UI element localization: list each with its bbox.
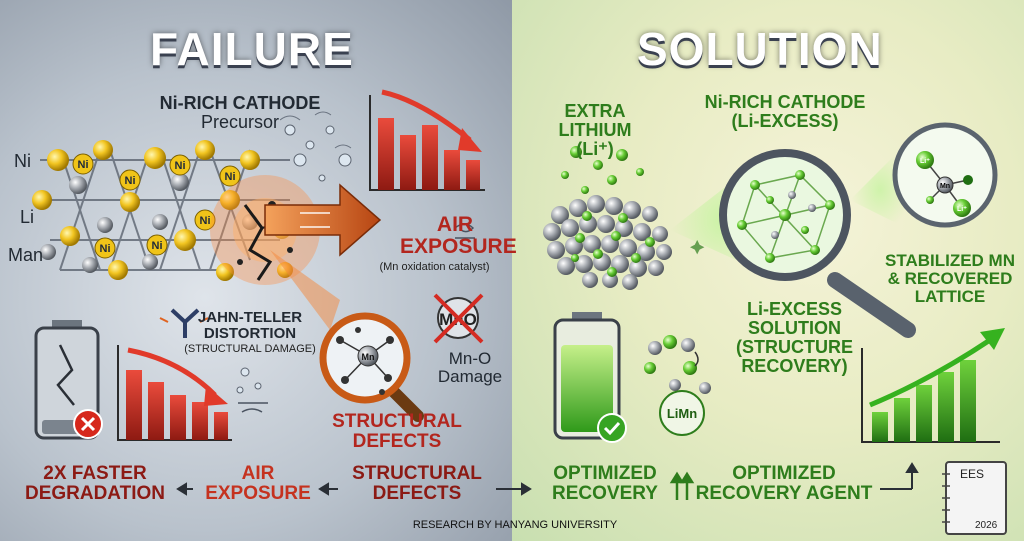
mno-crossed-icon: MnO	[433, 293, 484, 344]
air-exposure-note: (Mn oxidation catalyst)	[379, 261, 490, 273]
li-excess-solution-label: Li-EXCESS SOLUTION (STRUCTURE RECOVERY)	[736, 299, 853, 376]
cracked-battery	[34, 320, 103, 440]
solution-title: SOLUTION	[637, 23, 883, 75]
recovery-cycle-icon: LiMn	[644, 335, 711, 436]
cathode-precursor-label: Ni-RICH CATHODE Precursor	[159, 93, 321, 132]
label-li: Li	[20, 207, 35, 227]
mno-damage-label: Mn-O Damage	[437, 349, 503, 386]
jahn-teller-icon	[159, 308, 209, 338]
stabilized-mn-label: STABILIZED MN & RECOVERED LATTICE	[884, 251, 1015, 306]
lithium-particles	[561, 146, 644, 194]
ni-atom: Ni	[146, 234, 168, 256]
svg-text:Li⁺: Li⁺	[920, 158, 930, 165]
svg-text:Ni: Ni	[225, 171, 236, 183]
ni-atom: Ni	[169, 154, 191, 176]
svg-text:Ni: Ni	[100, 243, 111, 255]
decline-chart-top	[369, 89, 485, 191]
ni-atom: Ni	[94, 237, 116, 259]
structural-defects-label: STRUCTURAL DEFECTS	[332, 411, 462, 452]
defect-magnifier: Mn	[270, 250, 424, 422]
svg-text:Mn: Mn	[940, 183, 950, 190]
svg-text:LiMn: LiMn	[667, 406, 697, 421]
li-excess-cathode-label: Ni-RICH CATHODE (Li-EXCESS)	[704, 92, 866, 131]
flow-air-exposure: AIR EXPOSURE	[205, 463, 311, 504]
label-ni: Ni	[14, 151, 31, 171]
flow-optimized-recovery: OPTIMIZED RECOVERY	[552, 463, 658, 504]
svg-text:Ni: Ni	[125, 175, 136, 187]
svg-text:Ni: Ni	[152, 240, 163, 252]
svg-text:Mn: Mn	[362, 352, 375, 362]
up-arrows-icon	[669, 471, 695, 500]
svg-text:Ni: Ni	[175, 160, 186, 172]
svg-text:EES: EES	[960, 467, 984, 481]
flow-arrows	[176, 462, 919, 496]
label-man: Man	[8, 245, 44, 265]
ni-atom: Ni	[194, 209, 216, 231]
svg-text:2026: 2026	[975, 520, 998, 531]
svg-text:Ni: Ni	[78, 159, 89, 171]
credit-line: RESEARCH BY HANYANG UNIVERSITY	[412, 519, 618, 531]
svg-text:Li⁺: Li⁺	[957, 206, 967, 213]
lattice-magnifier	[719, 149, 916, 338]
growth-chart	[861, 328, 1005, 443]
air-exposure-arrow	[264, 183, 475, 257]
flow-optimized-agent: OPTIMIZED RECOVERY AGENT	[695, 463, 873, 504]
svg-text:Ni: Ni	[200, 215, 211, 227]
ni-atom: Ni	[119, 169, 141, 191]
escaping-particles	[279, 111, 352, 182]
decline-chart-bottom	[117, 345, 268, 441]
extra-lithium-label: EXTRA LITHIUM (Li⁺)	[558, 101, 632, 159]
ni-atom: Ni	[219, 165, 241, 187]
ni-atom: Ni	[72, 153, 94, 175]
failure-title: FAILURE	[150, 23, 354, 75]
air-exposure-label: AIR EXPOSURE	[400, 213, 517, 259]
journal-icon: EES 2026	[942, 461, 1007, 535]
flow-structural-defects: STRUCTURAL DEFECTS	[352, 463, 482, 504]
flow-degradation: 2X FASTER DEGRADATION	[24, 463, 166, 504]
jahn-teller-label: JAHN-TELLER DISTORTION (STRUCTURAL DAMAG…	[184, 309, 316, 355]
cathode-particle-cluster	[543, 195, 705, 290]
stabilized-mn-circle: Mn Li⁺ Li⁺	[892, 122, 998, 228]
charged-battery	[553, 312, 627, 443]
